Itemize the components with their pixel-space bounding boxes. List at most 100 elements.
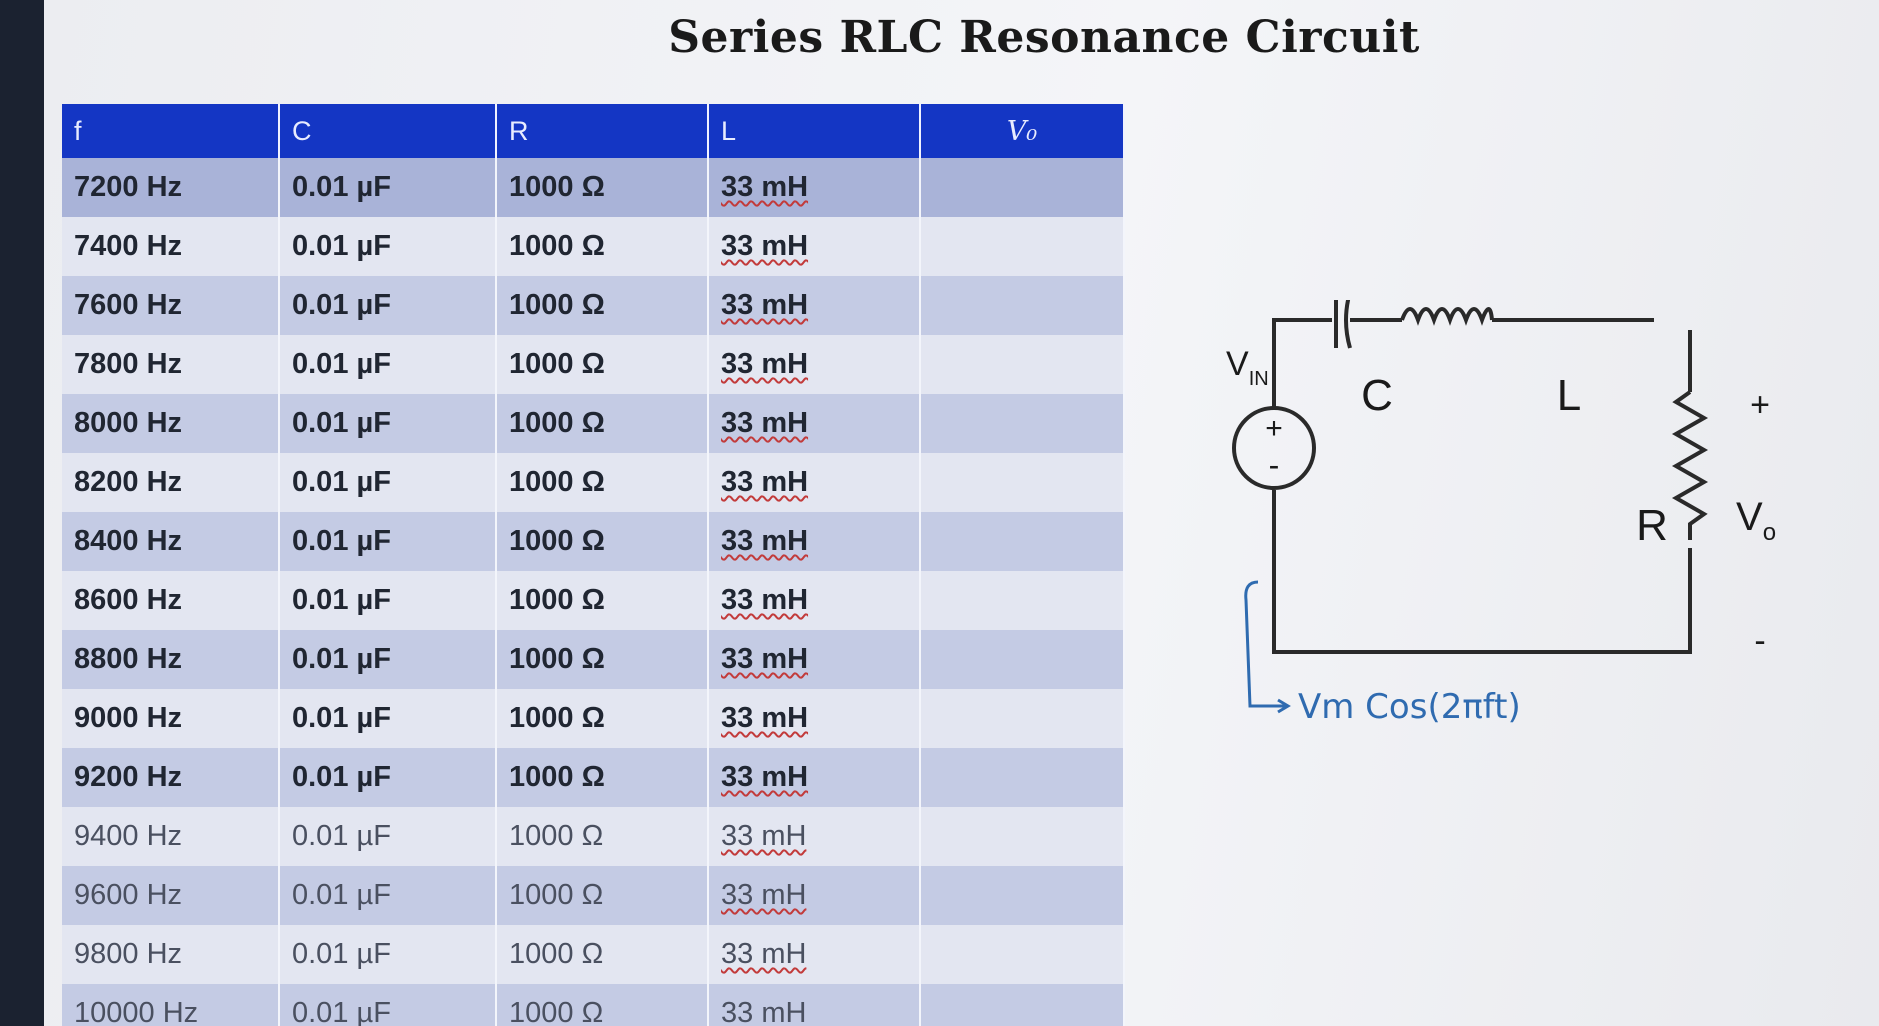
- vo-cell[interactable]: [920, 512, 1125, 571]
- frequency-cell: 8600 Hz: [62, 571, 280, 630]
- resistance-cell: 1000 Ω: [496, 807, 709, 866]
- inductance-value: 33 mH: [721, 761, 809, 793]
- inductance-value: 33 mH: [721, 997, 807, 1026]
- frequency-cell: 7200 Hz: [62, 158, 280, 217]
- vin-label: VIN: [1226, 345, 1269, 390]
- handwritten-source-formula: Vm Cos(2πft): [1298, 687, 1521, 727]
- voltage-source-symbol: + -: [1232, 406, 1316, 490]
- inductance-cell: 33 mH: [708, 276, 921, 335]
- capacitor-label: C: [1361, 371, 1393, 420]
- table-header-row: f C R L V₀: [62, 104, 1125, 158]
- inductance-value: 33 mH: [721, 938, 807, 970]
- frequency-cell: 9400 Hz: [62, 807, 280, 866]
- output-plus-label: +: [1750, 386, 1770, 424]
- header-f: f: [62, 104, 280, 158]
- capacitor-symbol: [1334, 300, 1352, 349]
- capacitance-cell: 0.01 µF: [279, 453, 497, 512]
- resistor-symbol: [1671, 390, 1709, 540]
- capacitance-cell: 0.01 µF: [279, 276, 497, 335]
- inductance-cell: 33 mH: [708, 512, 921, 571]
- frequency-cell: 9000 Hz: [62, 689, 280, 748]
- output-minus-label: -: [1754, 622, 1765, 660]
- vo-cell[interactable]: [920, 689, 1125, 748]
- capacitance-cell: 0.01 µF: [279, 512, 497, 571]
- capacitance-cell: 0.01 µF: [279, 217, 497, 276]
- vo-cell[interactable]: [920, 276, 1125, 335]
- frequency-cell: 8400 Hz: [62, 512, 280, 571]
- resistance-cell: 1000 Ω: [496, 689, 709, 748]
- header-c: C: [279, 104, 497, 158]
- frequency-cell: 10000 Hz: [62, 984, 280, 1026]
- inductance-cell: 33 mH: [708, 689, 921, 748]
- svg-text:-: -: [1269, 447, 1280, 483]
- vo-cell[interactable]: [920, 984, 1125, 1026]
- inductance-cell: 33 mH: [708, 748, 921, 807]
- capacitance-cell: 0.01 µF: [279, 807, 497, 866]
- resistance-cell: 1000 Ω: [496, 925, 709, 984]
- resistance-cell: 1000 Ω: [496, 984, 709, 1026]
- annotation-bracket: [1244, 580, 1291, 714]
- resistance-cell: 1000 Ω: [496, 158, 709, 217]
- resistance-cell: 1000 Ω: [496, 394, 709, 453]
- inductance-cell: 33 mH: [708, 866, 921, 925]
- inductance-value: 33 mH: [721, 820, 807, 852]
- header-vo: V₀: [920, 104, 1125, 158]
- vo-cell[interactable]: [920, 453, 1125, 512]
- vo-cell[interactable]: [920, 630, 1125, 689]
- vo-cell[interactable]: [920, 748, 1125, 807]
- header-l: L: [708, 104, 921, 158]
- resistance-cell: 1000 Ω: [496, 276, 709, 335]
- inductance-cell: 33 mH: [708, 630, 921, 689]
- vo-cell[interactable]: [920, 866, 1125, 925]
- inductance-cell: 33 mH: [708, 571, 921, 630]
- frequency-cell: 7400 Hz: [62, 217, 280, 276]
- inductor-label: L: [1557, 371, 1581, 420]
- vo-cell[interactable]: [920, 925, 1125, 984]
- inductance-value: 33 mH: [721, 230, 809, 262]
- resistance-cell: 1000 Ω: [496, 866, 709, 925]
- frequency-cell: 7600 Hz: [62, 276, 280, 335]
- vo-cell[interactable]: [920, 394, 1125, 453]
- vo-cell[interactable]: [920, 571, 1125, 630]
- vo-cell[interactable]: [920, 807, 1125, 866]
- inductance-value: 33 mH: [721, 525, 809, 557]
- frequency-cell: 8800 Hz: [62, 630, 280, 689]
- inductance-value: 33 mH: [721, 407, 809, 439]
- resistance-cell: 1000 Ω: [496, 571, 709, 630]
- inductance-cell: 33 mH: [708, 217, 921, 276]
- capacitance-cell: 0.01 µF: [279, 158, 497, 217]
- capacitance-cell: 0.01 µF: [279, 866, 497, 925]
- resistance-cell: 1000 Ω: [496, 748, 709, 807]
- inductance-value: 33 mH: [721, 348, 809, 380]
- resistance-cell: 1000 Ω: [496, 512, 709, 571]
- vo-cell[interactable]: [920, 217, 1125, 276]
- capacitance-cell: 0.01 µF: [279, 394, 497, 453]
- vo-cell[interactable]: [920, 158, 1125, 217]
- vo-cell[interactable]: [920, 335, 1125, 394]
- inductance-cell: 33 mH: [708, 158, 921, 217]
- resistor-label: R: [1636, 501, 1668, 550]
- frequency-cell: 9800 Hz: [62, 925, 280, 984]
- capacitance-cell: 0.01 µF: [279, 571, 497, 630]
- inductance-cell: 33 mH: [708, 335, 921, 394]
- inductance-cell: 33 mH: [708, 984, 921, 1026]
- capacitance-cell: 0.01 µF: [279, 689, 497, 748]
- resistance-cell: 1000 Ω: [496, 453, 709, 512]
- resistance-cell: 1000 Ω: [496, 217, 709, 276]
- resistance-cell: 1000 Ω: [496, 630, 709, 689]
- frequency-cell: 8000 Hz: [62, 394, 280, 453]
- resistance-cell: 1000 Ω: [496, 335, 709, 394]
- inductance-cell: 33 mH: [708, 453, 921, 512]
- inductance-value: 33 mH: [721, 643, 809, 675]
